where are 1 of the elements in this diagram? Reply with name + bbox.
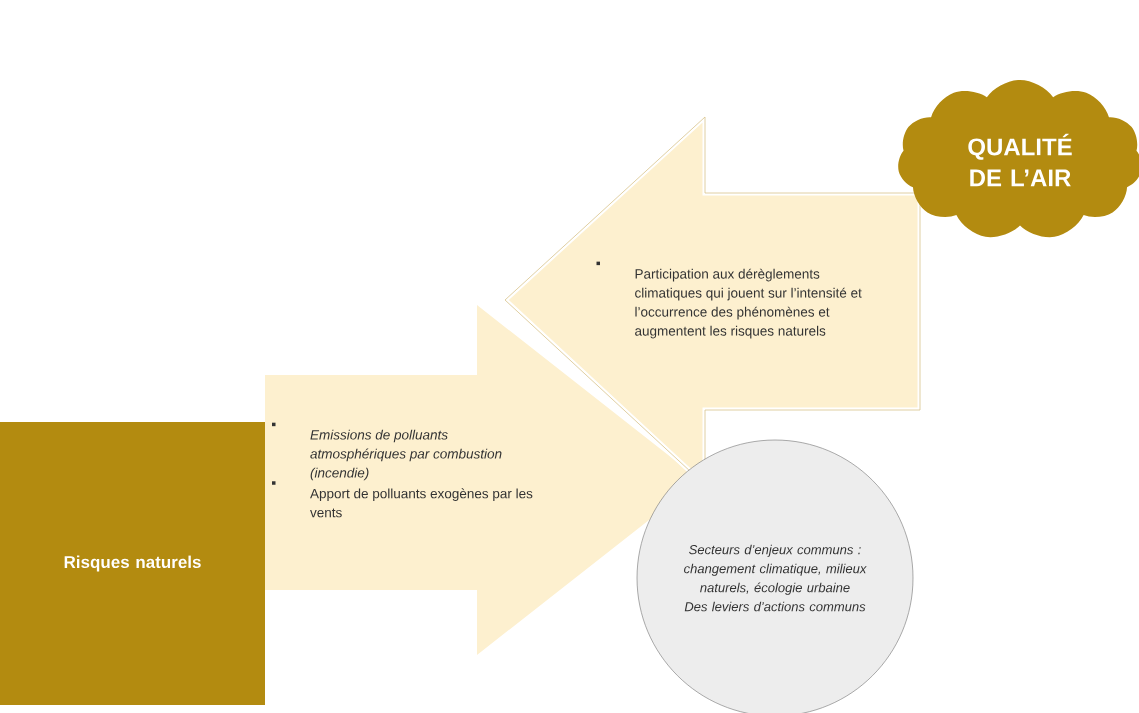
process-box: Risques naturels [0,422,265,705]
